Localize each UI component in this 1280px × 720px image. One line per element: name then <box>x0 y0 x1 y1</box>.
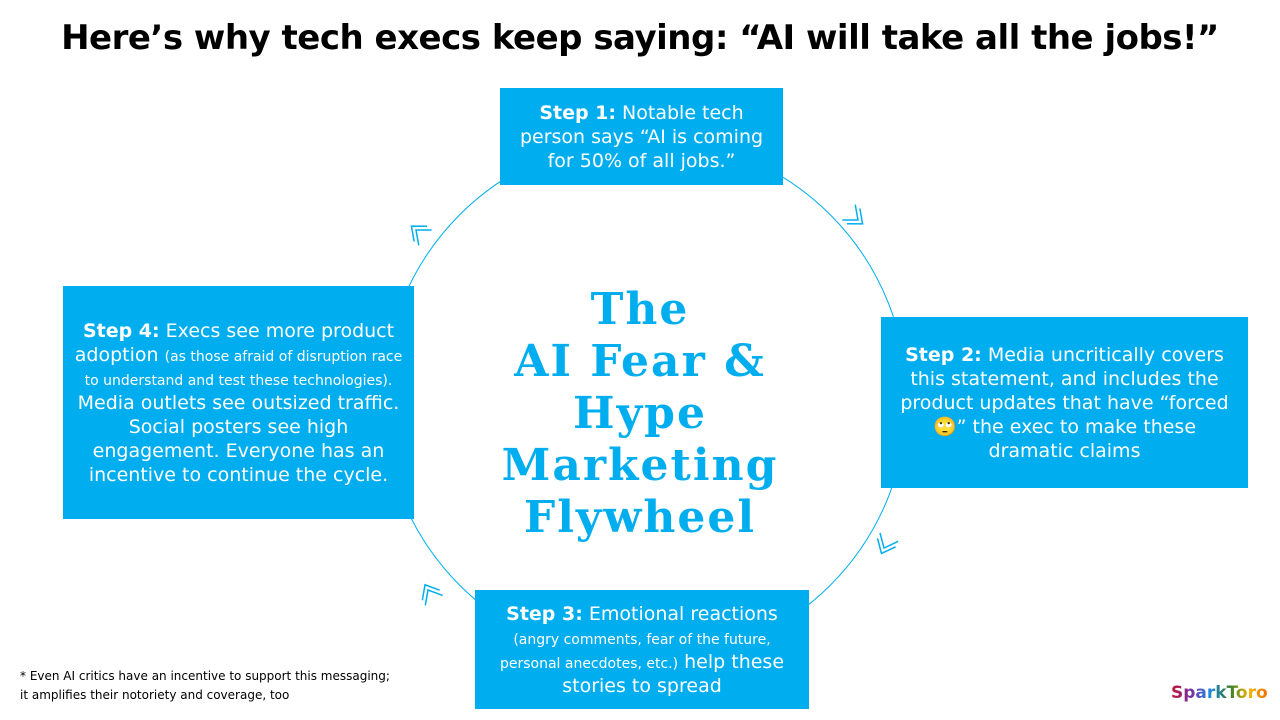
arrow-icon-top-right <box>842 204 864 225</box>
step-text: help these stories to spread <box>562 650 785 697</box>
flywheel-title-line: AI Fear & Hype <box>514 336 766 439</box>
flywheel-title-line: The <box>590 284 690 335</box>
step-3-box: Step 3: Emotional reactions (angry comme… <box>475 590 809 709</box>
step-text: Media outlets see outsized traffic. Soci… <box>77 391 400 486</box>
step-2-box: Step 2: Media uncritically covers this s… <box>881 317 1248 488</box>
step-note: (as those afraid of disruption race to u… <box>84 348 403 389</box>
arrow-icon-bottom-left <box>421 583 443 606</box>
step-text: Emotional reactions <box>588 602 778 625</box>
footnote: * Even AI critics have an incentive to s… <box>20 667 390 705</box>
step-text: Execs see more product adoption <box>74 319 395 366</box>
sparktoro-logo: SparkToro <box>1171 683 1268 703</box>
step-text: Notable tech person says “AI is coming f… <box>519 101 764 172</box>
flywheel-title: The AI Fear & Hype Marketing Flywheel <box>440 284 840 544</box>
step-note: (angry comments, fear of the future, per… <box>499 631 771 672</box>
flywheel-title-line: Marketing <box>501 440 779 491</box>
step-label: Step 4: <box>82 319 160 342</box>
step-1-box: Step 1: Notable tech person says “AI is … <box>500 88 783 185</box>
step-text: Media uncritically covers this statement… <box>900 343 1229 462</box>
page-title: Here’s why tech execs keep saying: “AI w… <box>61 18 1219 58</box>
step-4-box: Step 4: Execs see more product adoption … <box>63 286 414 519</box>
footnote-line: it amplifies their notoriety and coverag… <box>20 688 290 702</box>
flywheel-title-line: Flywheel <box>523 492 757 543</box>
footnote-line: * Even AI critics have an incentive to s… <box>20 669 390 683</box>
step-label: Step 3: <box>506 602 583 625</box>
arrow-icon-top-left <box>410 225 432 246</box>
step-label: Step 1: <box>539 101 616 124</box>
arrow-icon-bottom-right <box>876 532 899 555</box>
step-label: Step 2: <box>905 343 982 366</box>
arrow-icons <box>410 204 899 606</box>
